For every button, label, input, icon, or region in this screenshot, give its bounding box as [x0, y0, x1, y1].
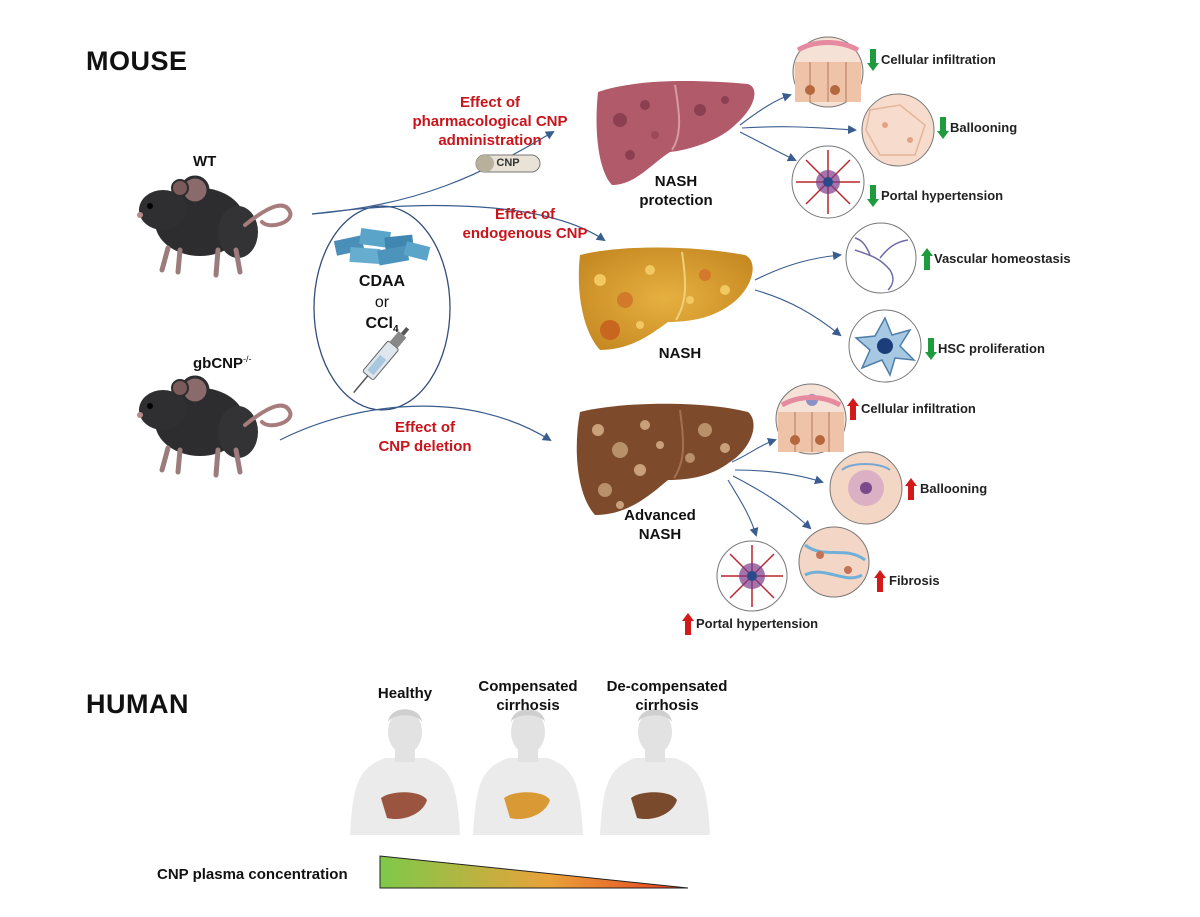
concentration-gradient: [379, 855, 689, 889]
down-arrow-icon: [867, 185, 879, 207]
treatment-diet: CDAA: [358, 273, 406, 290]
outcome-advanced-ballooning: Ballooning: [920, 481, 988, 496]
stage-decompensated-line-1: De-compensated: [606, 678, 728, 695]
mouse-ko-base: gbCNP: [193, 355, 243, 372]
section-title-human: HUMAN: [86, 689, 189, 719]
stage-compensated-label: Compensated cirrhosis: [458, 677, 598, 715]
portal-advanced-icon: [716, 540, 788, 612]
mouse-wt-label: WT: [193, 153, 217, 170]
infiltration-protection-icon: [792, 36, 864, 108]
hsc-icon: [848, 309, 922, 383]
treatment-toxin-sub: 4: [393, 324, 399, 336]
mouse-ko-illustration: [137, 375, 293, 478]
stage-healthy-label: Healthy: [377, 685, 433, 702]
outcome-nash-vascular: Vascular homeostasis: [934, 251, 1071, 266]
up-arrow-icon: [874, 570, 886, 592]
stage-compensated-line-2: cirrhosis: [496, 697, 560, 714]
liver-advanced-line-2: NASH: [638, 526, 682, 543]
outcome-advanced-infiltration: Cellular infiltration: [861, 401, 976, 416]
treatment-label: CDAA or CCl4: [342, 271, 422, 340]
treatment-toxin: CCl4: [342, 313, 422, 340]
outcome-nash-hsc: HSC proliferation: [938, 341, 1045, 356]
mouse-ko-label: gbCNP-/-: [193, 354, 252, 372]
up-arrow-icon: [847, 398, 859, 420]
outcome-protection-infiltration: Cellular infiltration: [881, 52, 996, 67]
treatment-or: or: [374, 294, 390, 311]
up-arrow-icon: [682, 613, 694, 635]
effect-pharm-line-1: Effect of: [460, 94, 520, 111]
direction-arrows: [682, 49, 949, 635]
concentration-label: CNP plasma concentration: [157, 866, 348, 883]
stage-decompensated-label: De-compensated cirrhosis: [592, 677, 742, 715]
liver-protection-illustration: [596, 81, 755, 185]
liver-protection-line-1: NASH: [654, 173, 698, 190]
arrow-to-deletion: [279, 405, 552, 442]
effect-deletion-label: Effect of CNP deletion: [330, 418, 520, 456]
liver-protection-line-2: protection: [639, 192, 713, 209]
effect-endo-line-2: endogenous CNP: [462, 225, 588, 242]
human-healthy-illustration: [350, 709, 460, 835]
portal-protection-icon: [791, 145, 865, 219]
infiltration-advanced-icon: [775, 383, 847, 455]
treatment-toxin-base: CCl: [365, 315, 393, 332]
effect-del-line-1: Effect of: [395, 419, 455, 436]
outcome-protection-portal: Portal hypertension: [881, 188, 1004, 203]
liver-advanced-illustration: [576, 403, 754, 515]
effect-pharmacological-label: Effect of pharmacological CNP administra…: [390, 93, 590, 150]
liver-advanced-line-1: Advanced: [624, 507, 696, 524]
outcome-protection-ballooning: Ballooning: [950, 120, 1018, 135]
down-arrow-icon: [925, 338, 937, 360]
ballooning-advanced-icon: [829, 451, 903, 525]
arrow-to-endogenous: [311, 204, 606, 242]
outcome-advanced-portal: Portal hypertension: [696, 616, 819, 631]
outcome-advanced-fibrosis: Fibrosis: [889, 573, 940, 588]
up-arrow-icon: [921, 248, 933, 270]
stage-compensated-line-1: Compensated: [478, 678, 578, 695]
effect-del-line-2: CNP deletion: [378, 438, 472, 455]
effect-pharm-line-3: administration: [438, 132, 542, 149]
effect-pharm-line-2: pharmacological CNP: [412, 113, 568, 130]
up-arrow-icon: [905, 478, 917, 500]
cnp-capsule-label: CNP: [496, 157, 520, 169]
liver-advanced-label: Advanced NASH: [610, 506, 710, 544]
syringe-icon: [353, 326, 410, 394]
vascular-icon: [845, 222, 917, 294]
human-compensated-illustration: [473, 709, 583, 835]
cdaa-pellets-icon: [333, 227, 431, 266]
liver-nash-illustration: [578, 247, 753, 350]
fibrosis-icon: [798, 526, 870, 598]
liver-protection-label: NASH protection: [626, 172, 726, 210]
stage-decompensated-line-2: cirrhosis: [635, 697, 699, 714]
section-title-mouse: MOUSE: [86, 46, 188, 76]
down-arrow-icon: [937, 117, 949, 139]
mouse-ko-sup: -/-: [243, 354, 252, 364]
cnp-capsule-icon: [475, 154, 541, 173]
down-arrow-icon: [867, 49, 879, 71]
ballooning-protection-icon: [861, 93, 935, 167]
effect-endo-line-1: Effect of: [495, 206, 555, 223]
treatment-ellipse: [313, 205, 451, 411]
human-decompensated-illustration: [600, 709, 710, 835]
liver-nash-label: NASH: [658, 345, 702, 362]
mouse-wt-illustration: [137, 175, 293, 278]
effect-endogenous-label: Effect of endogenous CNP: [430, 205, 620, 243]
outcome-arrows: [727, 92, 857, 537]
